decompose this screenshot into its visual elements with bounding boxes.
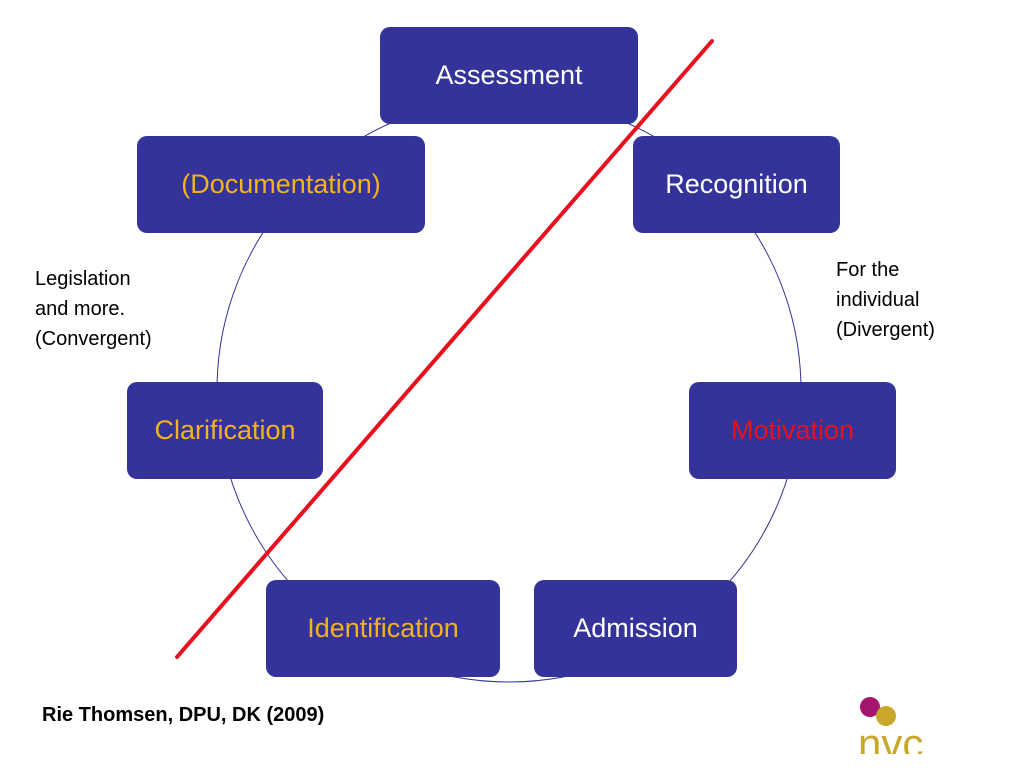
note-convergent-line-3: (Convergent): [35, 328, 152, 350]
logo-magenta-dot: [860, 697, 880, 717]
logo-gold-dot: [876, 706, 896, 726]
node-clarification: Clarification: [127, 382, 323, 479]
note-convergent-line-2: and more.: [35, 298, 126, 320]
node-identification-label: Identification: [307, 613, 459, 643]
node-admission: Admission: [534, 580, 737, 677]
node-recognition-label: Recognition: [665, 169, 808, 199]
note-divergent-line-2: individual: [836, 289, 920, 311]
note-divergent-line-3: (Divergent): [836, 319, 935, 341]
source-credit: Rie Thomsen, DPU, DK (2009): [42, 704, 325, 726]
note-convergent-line-1: Legislation: [35, 268, 131, 290]
node-assessment: Assessment: [380, 27, 638, 124]
logo-wordmark: nvc: [858, 720, 923, 754]
node-documentation-label: (Documentation): [181, 169, 381, 199]
node-motivation: Motivation: [689, 382, 896, 479]
node-identification: Identification: [266, 580, 500, 677]
nvc-logo: nvc: [858, 697, 923, 754]
node-assessment-label: Assessment: [435, 60, 583, 90]
node-documentation: (Documentation): [137, 136, 425, 233]
node-recognition: Recognition: [633, 136, 840, 233]
note-divergent: For the individual (Divergent): [836, 255, 935, 345]
node-clarification-label: Clarification: [154, 415, 296, 445]
note-convergent: Legislation and more. (Convergent): [35, 264, 152, 354]
node-motivation-label: Motivation: [730, 415, 855, 445]
node-admission-label: Admission: [573, 613, 698, 643]
note-divergent-line-1: For the: [836, 259, 900, 281]
